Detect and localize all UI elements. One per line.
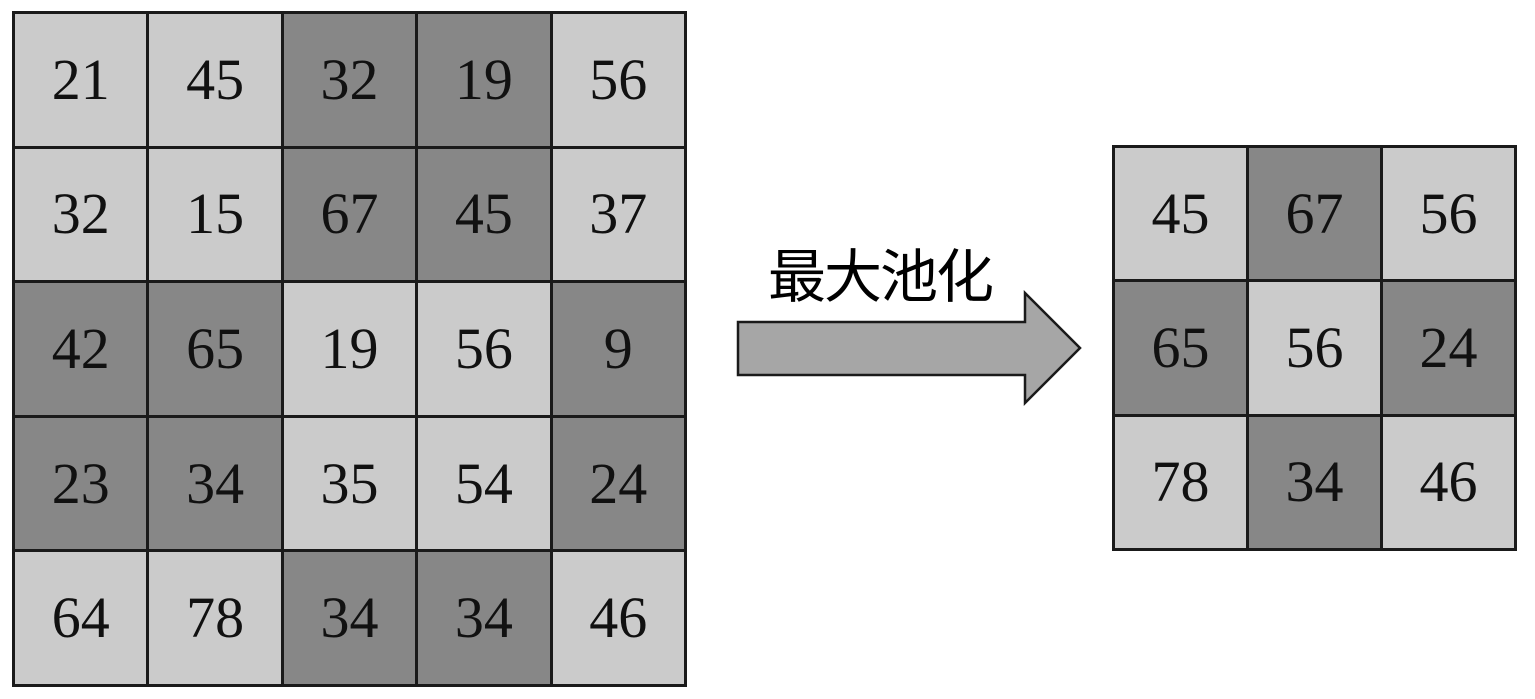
operation-label: 最大池化 — [768, 243, 994, 311]
output-cell: 56 — [1249, 282, 1380, 414]
input-cell: 35 — [283, 417, 416, 550]
input-cell: 24 — [552, 417, 684, 550]
output-cell: 78 — [1115, 416, 1246, 548]
input-cell: 45 — [418, 148, 550, 281]
input-cell: 56 — [552, 14, 684, 146]
output-cell: 24 — [1383, 282, 1514, 414]
input-cell: 19 — [283, 283, 416, 415]
input-cell: 34 — [418, 552, 550, 684]
output-cell: 65 — [1115, 282, 1246, 414]
input-cell: 46 — [552, 552, 684, 684]
input-cell: 32 — [15, 148, 147, 281]
input-cell: 45 — [149, 14, 281, 146]
output-cell: 46 — [1383, 416, 1514, 548]
input-cell: 67 — [283, 148, 416, 281]
input-cell: 32 — [283, 14, 416, 146]
input-cell: 34 — [283, 552, 416, 684]
input-cell: 23 — [15, 417, 147, 550]
output-cell: 45 — [1115, 148, 1246, 280]
input-cell: 56 — [418, 283, 550, 415]
input-cell: 15 — [149, 148, 281, 281]
input-cell: 19 — [418, 14, 550, 146]
output-cell: 34 — [1249, 416, 1380, 548]
input-cell: 78 — [149, 552, 281, 684]
input-cell: 9 — [552, 283, 684, 415]
input-cell: 34 — [149, 417, 281, 550]
input-cell: 65 — [149, 283, 281, 415]
output-cell: 56 — [1383, 148, 1514, 280]
input-cell: 42 — [15, 283, 147, 415]
output-cell: 67 — [1249, 148, 1380, 280]
input-cell: 64 — [15, 552, 147, 684]
input-cell: 37 — [552, 148, 684, 281]
right-arrow-icon — [736, 290, 1082, 407]
input-cell: 54 — [418, 417, 550, 550]
input-cell: 21 — [15, 14, 147, 146]
